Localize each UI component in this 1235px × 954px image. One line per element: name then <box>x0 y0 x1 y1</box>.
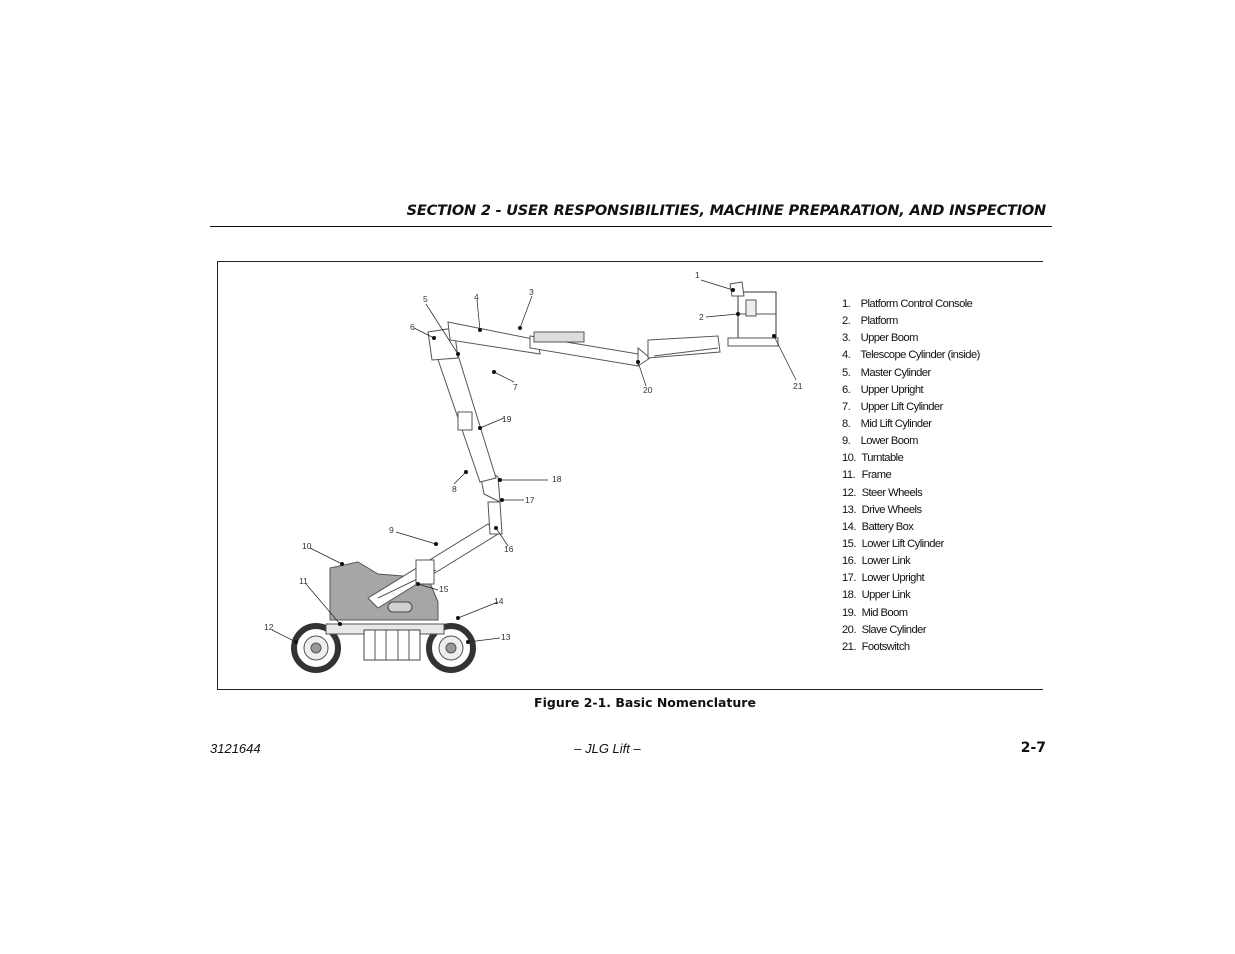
callout-15: 15 <box>439 584 449 594</box>
document-number: 3121644 <box>210 741 261 756</box>
drive-wheel <box>426 623 476 673</box>
legend-item: 6. Upper Upright <box>842 383 924 396</box>
callout-10: 10 <box>302 541 312 551</box>
callout-7: 7 <box>513 382 518 392</box>
boom-lift-illustration: 1 2 3 4 5 6 7 8 9 10 11 12 13 14 15 16 1… <box>264 270 803 673</box>
callout-1: 1 <box>695 270 700 280</box>
section-title: SECTION 2 - USER RESPONSIBILITIES, MACHI… <box>406 203 1047 219</box>
uprights-links <box>487 501 503 535</box>
legend-item: 4. Telescope Cylinder (inside) <box>842 349 980 362</box>
legend-item: 13. Drive Wheels <box>842 503 922 516</box>
page-number: 2-7 <box>1020 740 1046 756</box>
callout-11: 11 <box>299 576 308 586</box>
steer-wheel <box>291 623 341 673</box>
legend-item: 8. Mid Lift Cylinder <box>842 417 932 430</box>
legend-item: 5. Master Cylinder <box>842 366 931 379</box>
callout-12: 12 <box>264 622 274 632</box>
callout-8: 8 <box>452 484 457 494</box>
nomenclature-legend: 1. Platform Control Console 2. Platform … <box>842 296 980 656</box>
figure-frame: 1 2 3 4 5 6 7 8 9 10 11 12 13 14 15 16 1… <box>217 261 1043 690</box>
callout-16: 16 <box>504 544 514 554</box>
callout-2: 2 <box>699 312 704 322</box>
battery-box <box>363 629 421 661</box>
callout-5: 5 <box>423 294 428 304</box>
legend-item: 1. Platform Control Console <box>842 298 973 310</box>
legend-item: 7. Upper Lift Cylinder <box>842 400 943 413</box>
callout-20: 20 <box>643 385 653 395</box>
callout-3: 3 <box>529 287 534 297</box>
callout-6: 6 <box>410 322 415 332</box>
callout-4: 4 <box>474 292 479 302</box>
callout-13: 13 <box>501 632 511 642</box>
legend-item: 12. Steer Wheels <box>842 486 923 499</box>
footer-brand: – JLG Lift – <box>574 741 641 756</box>
legend-item: 17. Lower Upright <box>842 572 925 585</box>
legend-item: 3. Upper Boom <box>842 332 918 345</box>
legend-item: 16. Lower Link <box>842 555 911 568</box>
header-rule <box>210 226 1052 227</box>
legend-item: 11. Frame <box>842 469 892 482</box>
callout-19: 19 <box>502 414 512 424</box>
callout-21: 21 <box>793 381 803 391</box>
legend-item: 10. Turntable <box>842 452 904 465</box>
legend-item: 20. Slave Cylinder <box>842 623 927 636</box>
callout-18: 18 <box>552 474 562 484</box>
legend-item: 14. Battery Box <box>842 520 914 533</box>
platform-basket <box>727 281 779 347</box>
callout-9: 9 <box>389 525 394 535</box>
upper-boom-shape <box>447 321 541 355</box>
legend-item: 15. Lower Lift Cylinder <box>842 537 944 550</box>
legend-item: 18. Upper Link <box>842 589 911 602</box>
legend-item: 2. Platform <box>842 315 898 328</box>
legend-item: 19. Mid Boom <box>842 606 908 619</box>
callout-14: 14 <box>494 596 504 606</box>
legend-item: 9. Lower Boom <box>842 435 918 448</box>
legend-item: 21. Footswitch <box>842 640 910 653</box>
callout-17: 17 <box>525 495 535 505</box>
figure-caption: Figure 2-1. Basic Nomenclature <box>534 695 756 710</box>
